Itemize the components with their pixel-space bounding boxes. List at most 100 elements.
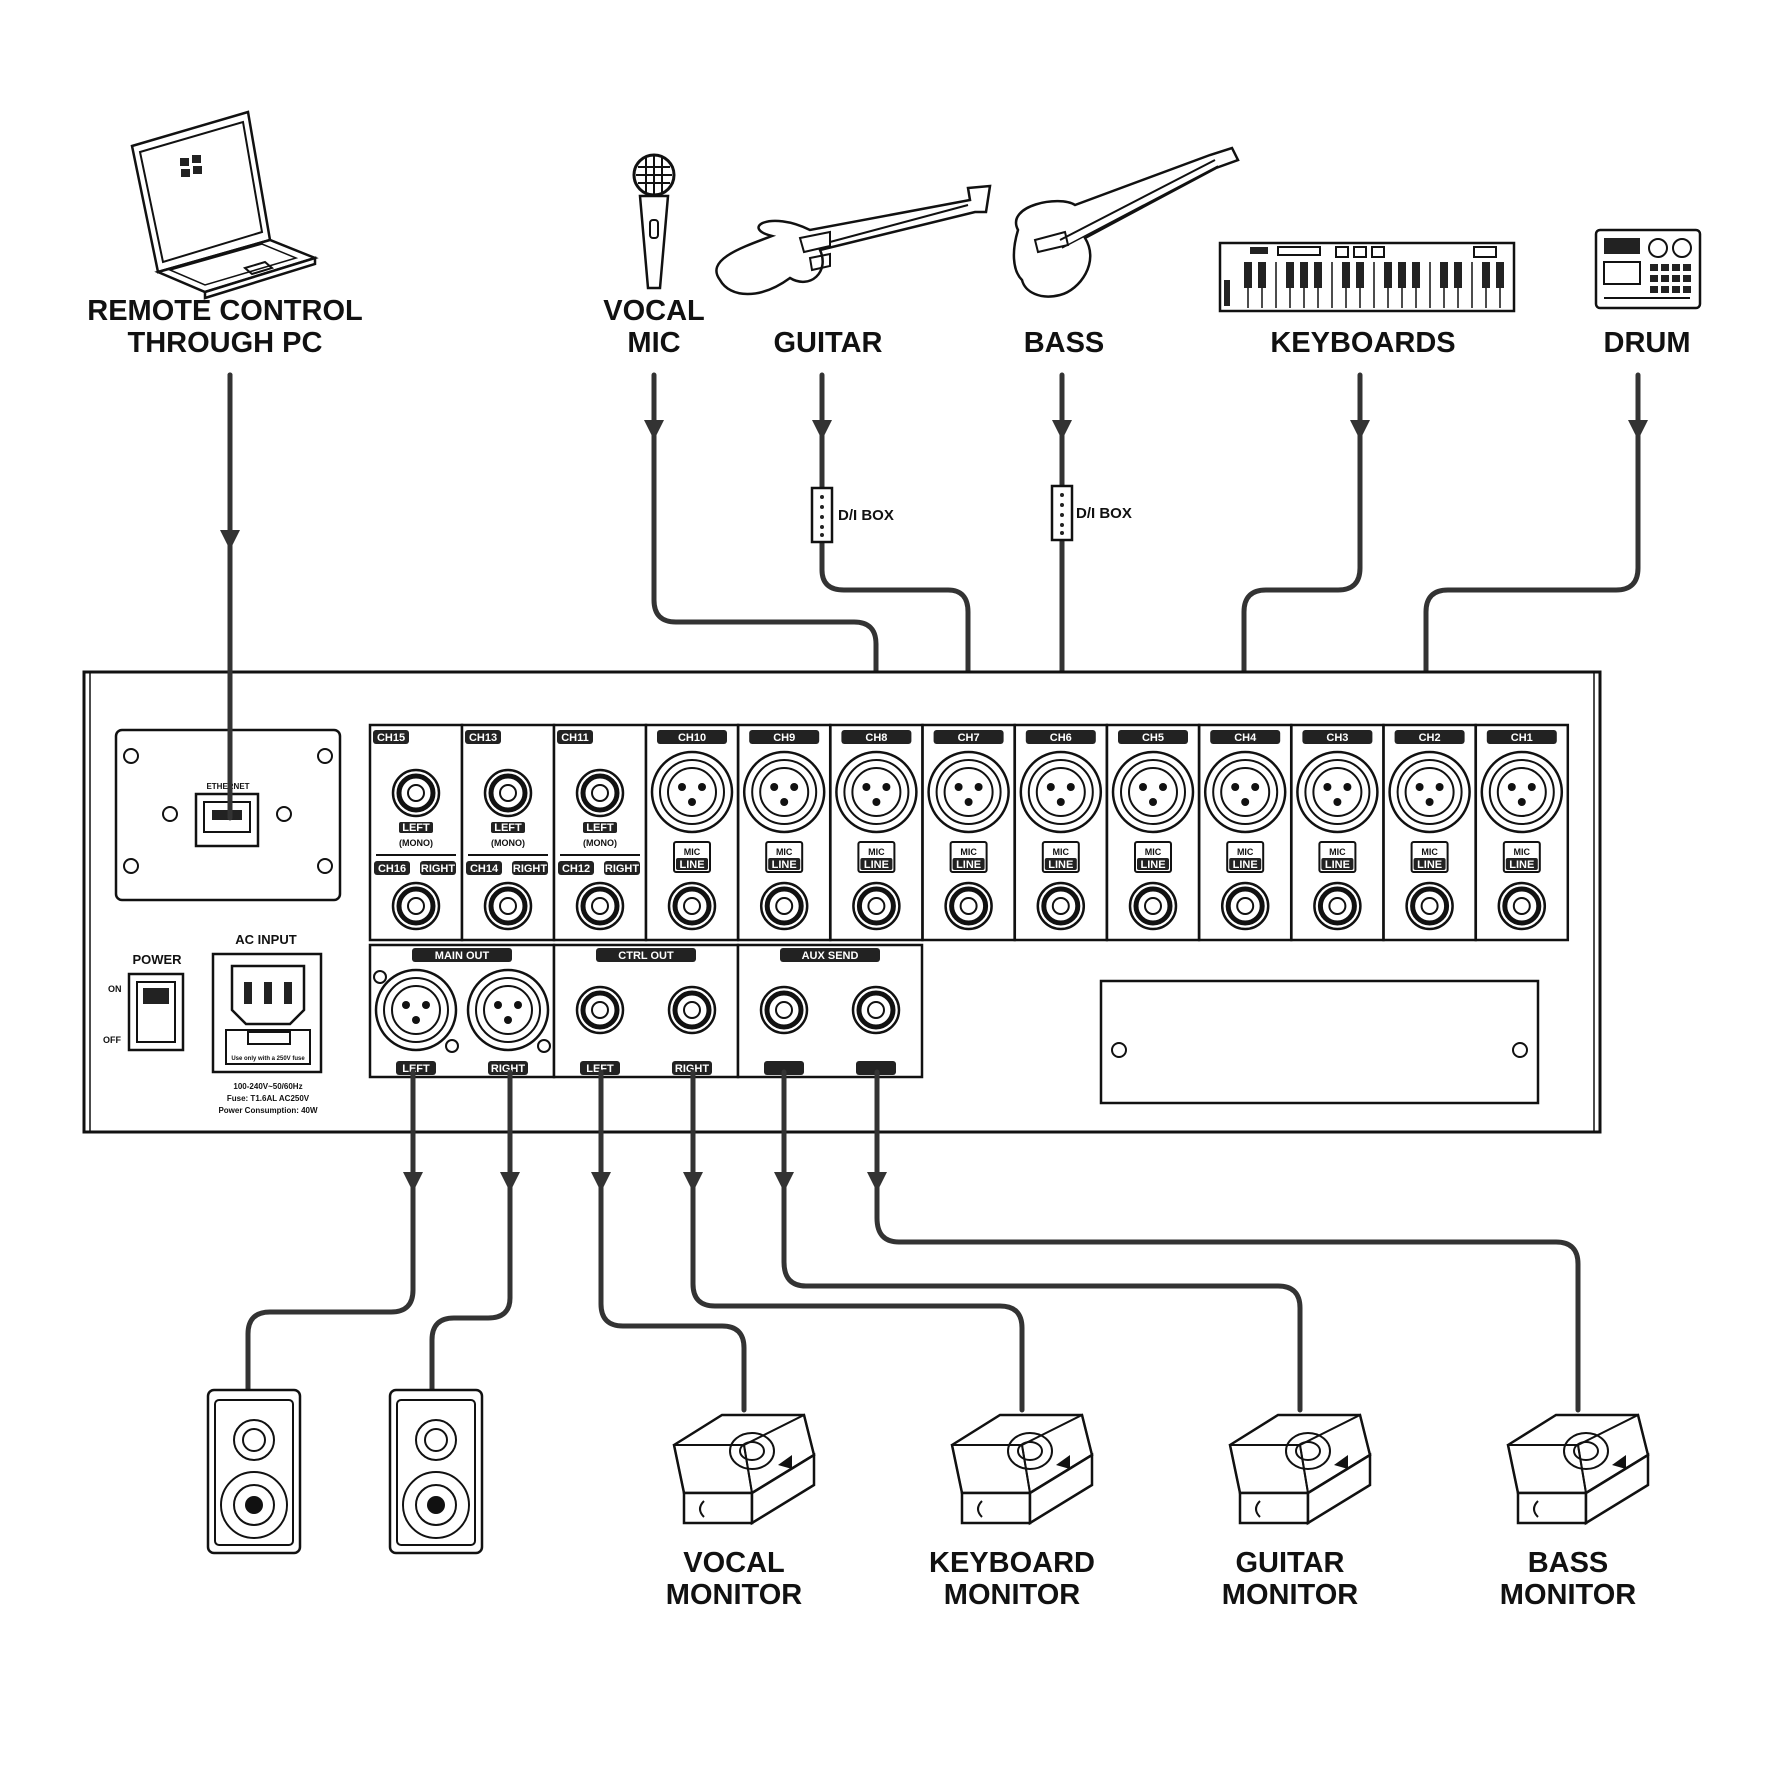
line-tag: LINE — [772, 859, 797, 871]
laptop-icon — [130, 110, 319, 300]
line-input-jack[interactable] — [944, 881, 993, 931]
keyboards-label: KEYBOARDS — [1270, 327, 1455, 359]
monitor-label-line2: MONITOR — [944, 1579, 1080, 1611]
channel-tag: CH15 — [377, 732, 405, 744]
line-tag: LINE — [1233, 859, 1258, 871]
power-on-label: ON — [108, 984, 122, 994]
keyboard-icon — [1218, 241, 1516, 313]
di-box-bass-label: D/I BOX — [1076, 505, 1132, 522]
line-tag: LINE — [1417, 859, 1442, 871]
line-input-jack[interactable] — [1220, 881, 1270, 931]
channel-tag: CH5 — [1142, 732, 1164, 744]
line-tag: LINE — [1325, 859, 1350, 871]
line-input-jack[interactable] — [852, 881, 901, 931]
mic-tag: MIC — [960, 847, 977, 857]
channel-tag: CH10 — [678, 732, 706, 744]
blank-plate — [1099, 979, 1540, 1105]
mic-tag: MIC — [684, 847, 701, 857]
channel-tag: CH14 — [470, 863, 499, 875]
output-jack-tag: RIGHT — [491, 1063, 526, 1075]
xlr-mic-input[interactable] — [742, 750, 826, 834]
vocal-mic-label-line2: MIC — [627, 327, 680, 359]
xlr-mic-input[interactable] — [1296, 750, 1379, 834]
left-mono-jack[interactable] — [575, 768, 625, 818]
line-input-jack[interactable] — [759, 881, 809, 931]
drum-machine-icon — [1594, 228, 1702, 310]
xlr-mic-input[interactable] — [1203, 750, 1287, 834]
line-input-jack[interactable] — [1497, 881, 1547, 931]
output-jack[interactable] — [851, 985, 901, 1035]
power-switch[interactable] — [127, 972, 185, 1052]
xlr-mic-input[interactable] — [1111, 750, 1195, 834]
output-jack[interactable] — [667, 985, 717, 1035]
monitor-label-line1: GUITAR — [1235, 1547, 1344, 1579]
xlr-mic-input[interactable] — [1019, 750, 1103, 834]
right-jack[interactable] — [483, 881, 533, 931]
monitor-label-line1: BASS — [1528, 1547, 1609, 1579]
mic-tag: MIC — [1329, 847, 1346, 857]
line-tag: LINE — [1140, 859, 1165, 871]
output-jack[interactable] — [575, 985, 625, 1035]
channel-tag: CH9 — [773, 732, 795, 744]
output-jack-tag: LEFT — [402, 1063, 430, 1075]
output-module: MAIN OUT LEFT RIGHT — [368, 943, 556, 1079]
left-mono-jack[interactable] — [391, 768, 441, 818]
power-title: POWER — [132, 952, 182, 967]
line-tag: LINE — [864, 859, 889, 871]
monitor-label-line1: VOCAL — [683, 1547, 785, 1579]
output-title: AUX SEND — [802, 950, 859, 962]
right-tag: RIGHT — [513, 863, 548, 875]
right-jack[interactable] — [391, 881, 441, 931]
line-input-jack[interactable] — [1128, 881, 1178, 931]
mono-tag: (MONO) — [583, 838, 617, 848]
main-out-xlr[interactable] — [466, 968, 550, 1052]
monitor-label-line2: MONITOR — [666, 1579, 802, 1611]
xlr-mic-input[interactable] — [835, 750, 918, 834]
channel-tag: CH6 — [1050, 732, 1072, 744]
right-jack[interactable] — [575, 881, 625, 931]
channel-tag: CH11 — [561, 732, 589, 744]
left-tag: LEFT — [494, 822, 522, 834]
line-input-jack[interactable] — [667, 881, 717, 931]
ac-spec-2: Fuse: T1.6AL AC250V — [227, 1094, 310, 1103]
ac-spec-1: 100-240V~50/60Hz — [233, 1082, 302, 1091]
output-jack[interactable] — [759, 985, 809, 1035]
left-mono-jack[interactable] — [483, 768, 533, 818]
left-tag: LEFT — [402, 822, 430, 834]
main-speaker-icon — [388, 1388, 484, 1555]
main-out-xlr[interactable] — [374, 968, 458, 1052]
xlr-mic-input[interactable] — [650, 750, 734, 834]
ac-input-socket — [211, 952, 323, 1074]
stage-monitors: VOCALMONITORKEYBOARDMONITORGUITARMONITOR… — [666, 1413, 1650, 1611]
di-box-guitar — [810, 486, 834, 544]
channel-tag: CH4 — [1234, 732, 1257, 744]
xlr-mic-input[interactable] — [927, 750, 1010, 834]
mic-tag: MIC — [868, 847, 885, 857]
output-title: CTRL OUT — [618, 950, 674, 962]
bass-label: BASS — [1024, 327, 1105, 359]
xlr-mic-input[interactable] — [1480, 750, 1564, 834]
guitar-label: GUITAR — [773, 327, 882, 359]
output-title: MAIN OUT — [435, 950, 490, 962]
line-input-jack[interactable] — [1313, 881, 1362, 931]
output-jack-tag: RIGHT — [675, 1063, 710, 1075]
line-input-jack[interactable] — [1036, 881, 1086, 931]
output-modules: MAIN OUT LEFT RIGHT CTRL OUT LEFT RIGHT AUX SE… — [368, 943, 924, 1079]
line-tag: LINE — [679, 859, 704, 871]
ac-input-title: AC INPUT — [235, 932, 296, 947]
pc-label-line1: REMOTE CONTROL — [87, 295, 363, 327]
line-input-jack[interactable] — [1405, 881, 1454, 931]
line-tag: LINE — [1509, 859, 1534, 871]
xlr-mic-input[interactable] — [1388, 750, 1471, 834]
stage-monitor-icon — [672, 1413, 816, 1526]
main-speakers — [206, 1388, 484, 1555]
fuse-note: Use only with a 250V fuse — [231, 1056, 305, 1062]
